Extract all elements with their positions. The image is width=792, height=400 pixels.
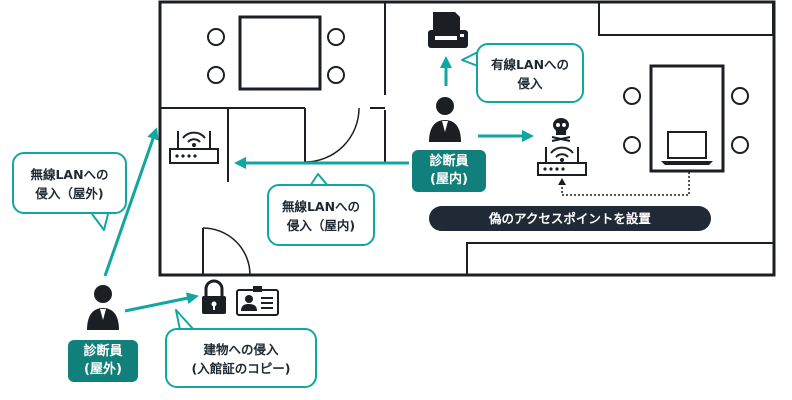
skull-icon [551, 118, 571, 142]
chair-icon [327, 66, 345, 84]
entrance-door-icon [202, 227, 251, 276]
callout-line: (入館証のコピー) [191, 361, 291, 376]
printer-icon [428, 12, 468, 48]
callout-tails [91, 51, 479, 331]
door-icon [304, 107, 360, 163]
building-floorplan [158, 0, 776, 277]
tag-line: 診断員 [429, 154, 469, 169]
chair-icon [207, 66, 225, 84]
intruder-outdoor-tag: 診断員 (屋外) [68, 340, 138, 382]
callout-line: 無線LANへの [30, 167, 109, 182]
intruder-indoor-tag: 診断員 (屋内) [412, 150, 486, 192]
rogue-ap-banner: 偽のアクセスポイントを設置 [429, 206, 711, 231]
wifi-router-icon [537, 146, 587, 176]
wifi-router-icon [169, 131, 219, 164]
dotted-connection [558, 172, 690, 196]
laptop-icon [661, 131, 713, 165]
arrow-building-entry [124, 292, 199, 313]
callout-line: 無線LANへの [281, 199, 361, 214]
id-card-icon [236, 286, 279, 316]
tag-line: 診断員 [83, 344, 123, 359]
tag-line: (屋外) [84, 362, 122, 377]
building-entry-callout: 建物への侵入 (入館証のコピー) [165, 328, 317, 388]
callout-line: 侵入（屋内) [286, 218, 356, 233]
person-icon [87, 285, 119, 330]
chair-icon [207, 28, 225, 46]
chair-icon [327, 28, 345, 46]
callout-line: 建物への侵入 [203, 342, 279, 357]
tag-line: (屋内) [430, 172, 468, 187]
person-icon [429, 97, 461, 142]
callout-line: 侵入（屋外) [35, 186, 104, 201]
wireless-outdoor-callout: 無線LANへの 侵入（屋外) [12, 152, 127, 214]
callout-line: 有線LANへの [490, 57, 570, 72]
arrow-wireless-outdoor [103, 127, 159, 277]
padlock-icon [202, 279, 226, 314]
attack-arrows [103, 56, 534, 313]
meeting-table-left [207, 15, 345, 91]
callout-line: 侵入 [517, 76, 543, 91]
chair-icon [731, 87, 749, 105]
rogue-access-point [537, 118, 587, 176]
chair-icon [623, 136, 641, 154]
wireless-indoor-callout: 無線LANへの 侵入（屋内) [267, 184, 375, 246]
chair-icon [731, 136, 749, 154]
meeting-table-right [623, 64, 749, 173]
chair-icon [623, 87, 641, 105]
wired-lan-callout: 有線LANへの 侵入 [476, 43, 584, 103]
